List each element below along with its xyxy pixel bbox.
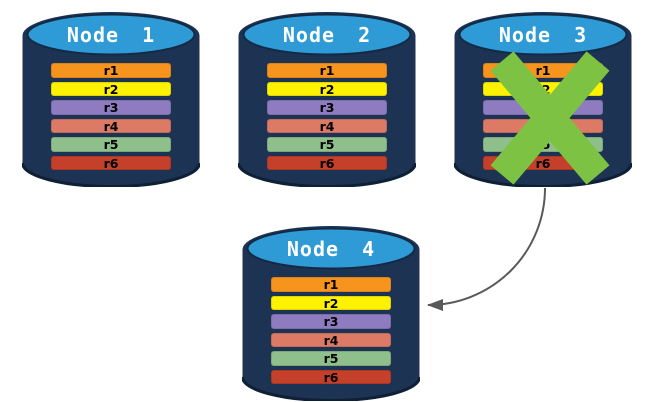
record-bar: r6: [483, 155, 603, 170]
record-bar: r5: [51, 137, 171, 152]
record-bar: r3: [267, 100, 387, 115]
record-bar: r3: [51, 100, 171, 115]
record-bar: r4: [51, 118, 171, 133]
node-2: Node 2 r1 r2 r3 r4 r5 r6: [238, 11, 416, 187]
record-bar: r4: [267, 118, 387, 133]
record-bar: r5: [483, 137, 603, 152]
record-bar: r1: [51, 63, 171, 78]
record-bar: r1: [483, 63, 603, 78]
record-bar: r4: [483, 118, 603, 133]
node-3: Node 3 r1 r2 r3 r4 r5 r6: [454, 11, 632, 187]
record-bar: r5: [271, 351, 391, 366]
record-bar: r3: [483, 100, 603, 115]
node-label: Node 2: [282, 23, 372, 47]
node-1: Node 1 r1 r2 r3 r4 r5 r6: [22, 11, 200, 187]
record-bar: r1: [271, 277, 391, 292]
record-bar: r6: [271, 369, 391, 384]
node-label: Node 1: [66, 23, 156, 47]
record-bar: r6: [267, 155, 387, 170]
node-label: Node 4: [286, 237, 376, 261]
node-label: Node 3: [498, 23, 588, 47]
record-bar: r6: [51, 155, 171, 170]
record-bar: r2: [483, 81, 603, 96]
record-bar: r4: [271, 332, 391, 347]
record-bar: r2: [51, 81, 171, 96]
record-bar: r5: [267, 137, 387, 152]
record-bar: r2: [267, 81, 387, 96]
record-bar: r2: [271, 295, 391, 310]
record-bar: r1: [267, 63, 387, 78]
node-4: Node 4 r1 r2 r3 r4 r5 r6: [242, 225, 420, 401]
record-bar: r3: [271, 314, 391, 329]
